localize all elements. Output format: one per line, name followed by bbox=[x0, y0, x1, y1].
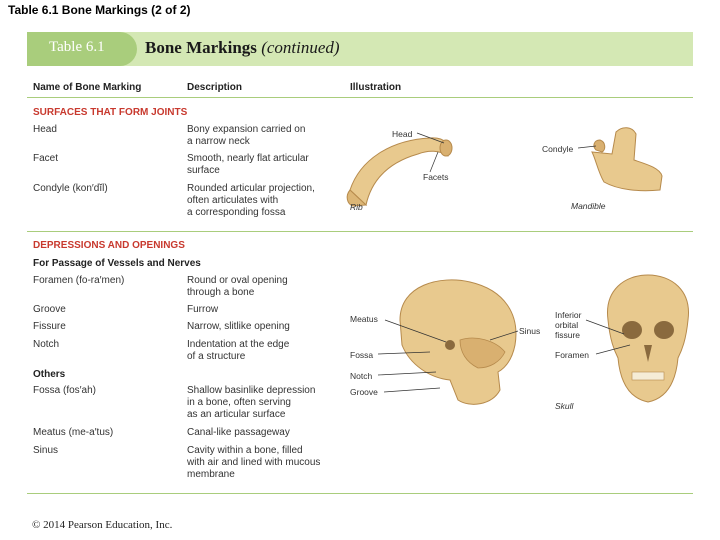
slide-title: Table 6.1 Bone Markings (2 of 2) bbox=[8, 3, 191, 17]
desc-groove: Furrow bbox=[187, 304, 219, 315]
term-foramen: Foramen (fo-ra′men) bbox=[33, 275, 125, 286]
term-fossa: Fossa (fos′ah) bbox=[33, 385, 97, 396]
table-number-tag: Table 6.1 bbox=[27, 32, 137, 66]
desc-fossa: Shallow basinlike depression in a bone, … bbox=[187, 385, 316, 420]
table-heading: Bone Markings (continued) bbox=[145, 38, 340, 58]
table-number-label: Table 6.1 bbox=[49, 39, 105, 55]
desc-sinus: Cavity within a bone, filled with air an… bbox=[187, 445, 321, 480]
label-fossa: Fossa bbox=[350, 350, 374, 360]
table-heading-main: Bone Markings bbox=[145, 38, 257, 57]
header-divider bbox=[27, 97, 693, 98]
table-heading-sub: (continued) bbox=[261, 38, 340, 57]
term-groove: Groove bbox=[33, 304, 66, 315]
section-title-joints: SURFACES THAT FORM JOINTS bbox=[33, 107, 188, 118]
label-meatus: Meatus bbox=[350, 314, 378, 324]
term-facet: Facet bbox=[33, 153, 59, 164]
copyright-footer: © 2014 Pearson Education, Inc. bbox=[32, 519, 173, 531]
term-sinus: Sinus bbox=[33, 445, 59, 456]
desc-facet: Smooth, nearly flat articular surface bbox=[187, 153, 309, 176]
column-header-illustration: Illustration bbox=[350, 82, 402, 93]
label-foramen: Foramen bbox=[555, 350, 590, 360]
mandible-illustration bbox=[577, 127, 663, 192]
section-divider bbox=[27, 231, 693, 232]
term-meatus: Meatus (me-a′tus) bbox=[33, 427, 114, 438]
desc-condyle: Rounded articular projection, often arti… bbox=[187, 183, 315, 218]
label-condyle: Condyle bbox=[542, 144, 574, 154]
subsection-others: Others bbox=[33, 369, 66, 380]
rib-illustration bbox=[346, 132, 453, 207]
table-header-bar: Table 6.1 Bone Markings (continued) bbox=[27, 32, 693, 66]
label-head: Head bbox=[392, 129, 413, 139]
term-head: Head bbox=[33, 124, 57, 135]
desc-notch: Indentation at the edge of a structure bbox=[187, 339, 290, 362]
frontal-skull-illustration bbox=[585, 274, 689, 403]
label-groove: Groove bbox=[350, 387, 378, 397]
caption-skull: Skull bbox=[555, 401, 574, 411]
column-header-description: Description bbox=[187, 82, 243, 93]
label-sinus: Sinus bbox=[519, 326, 541, 336]
term-notch: Notch bbox=[33, 339, 60, 350]
table-bottom-rule bbox=[27, 493, 693, 494]
label-facets: Facets bbox=[423, 172, 449, 182]
desc-meatus: Canal-like passageway bbox=[187, 427, 290, 438]
term-condyle: Condyle (kon′dĭl) bbox=[33, 183, 108, 194]
label-notch: Notch bbox=[350, 371, 373, 381]
caption-mandible: Mandible bbox=[571, 201, 606, 211]
lateral-skull-illustration bbox=[377, 279, 519, 405]
section-title-openings: DEPRESSIONS AND OPENINGS bbox=[33, 240, 185, 251]
column-header-name: Name of Bone Marking bbox=[33, 82, 142, 93]
desc-foramen: Round or oval opening through a bone bbox=[187, 275, 288, 298]
desc-head: Bony expansion carried on a narrow neck bbox=[187, 124, 306, 147]
term-fissure: Fissure bbox=[33, 321, 66, 332]
subsection-vessels: For Passage of Vessels and Nerves bbox=[33, 258, 201, 269]
caption-rib: Rib bbox=[350, 202, 363, 212]
desc-fissure: Narrow, slitlike opening bbox=[187, 321, 290, 332]
label-inferior-orbital-fissure: Inferior orbital fissure bbox=[555, 310, 582, 340]
